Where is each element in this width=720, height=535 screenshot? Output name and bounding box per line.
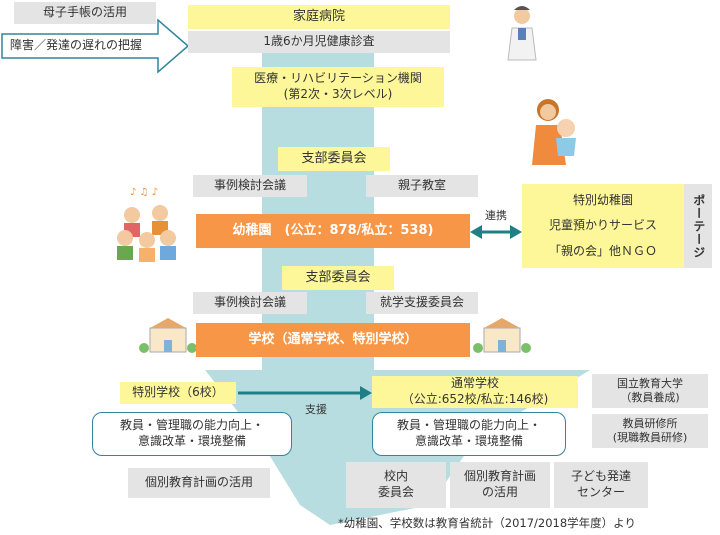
parent-class-box: 親子教室 [366,175,478,197]
kindergarten-box: 幼稚園 (公立：878/私立：538) [196,214,470,248]
doctor-illustration [507,6,537,61]
right-services-box: 特別幼稚園 児童預かりサービス 「親の会」他ＮＧＯ [522,184,684,268]
iep-left-label: 個別教育計画の活用 [144,475,253,490]
case-meeting-2-box: 事例検討会議 [193,292,307,314]
school-box: 学校（通常学校、特別学校） [196,323,470,357]
branch-committee-2-label: 支部委員会 [305,269,371,285]
teacher-dev-right-box: 教員・管理職の能力向上・ 意識改革・環境整備 [372,412,566,456]
footnote: *幼稚園、学校数は教育省統計（2017/2018学年度）より [338,514,678,532]
right-service-1: 特別幼稚園 [572,192,633,207]
iep-right-box: 個別教育計画 の活用 [450,462,550,508]
school-committee-box: 校内 委員会 [346,462,446,508]
case-meeting-1-label: 事例検討会議 [213,178,286,193]
maternal-handbook-label: 母子手帳の活用 [42,5,127,20]
national-univ-label: 国立教育大学 （教員養成) [617,376,683,404]
right-service-2: 児童預かりサービス [548,218,657,233]
branch-committee-1-box: 支部委員会 [278,147,390,171]
portage-label: ポーテージ [691,193,706,259]
checkup-box: 1歳6か月児健康診査 [188,31,450,53]
portage-box: ポーテージ [684,184,712,268]
maternal-handbook-box: 母子手帳の活用 [14,2,156,24]
disability-grasp-label: 障害／発達の遅れの把握 [10,38,143,53]
school-support-committee-box: 就学支援委員会 [366,292,478,314]
teacher-dev-left-label: 教員・管理職の能力向上・ 意識改革・環境整備 [119,418,264,448]
disability-grasp-box: 障害／発達の遅れの把握 [6,36,156,56]
child-dev-center-box: 子ども発達 センター [554,462,648,508]
parent-class-label: 親子教室 [397,178,446,193]
school-support-committee-label: 就学支援委員会 [379,295,464,310]
link-arrow-left-head [470,225,482,239]
teacher-training-box: 教員研修所 (現職教員研修) [592,414,708,448]
children-illustration: ♪ ♫ ♪ [117,187,176,262]
special-school-box: 特別学校（6校） [120,382,236,404]
child-dev-center-label: 子ども発達 センター [570,469,631,499]
teacher-dev-right-label: 教員・管理職の能力向上・ 意識改革・環境整備 [396,418,541,448]
medical-box: 医療・リハビリテーション機関 (第2次・3次レベル) [232,67,444,107]
branch-committee-2-box: 支部委員会 [282,266,394,290]
school-building-right [473,318,531,353]
family-hospital-label: 家庭病院 [292,8,345,24]
branch-committee-1-label: 支部委員会 [301,150,367,166]
teacher-dev-left-box: 教員・管理職の能力向上・ 意識改革・環境整備 [92,412,292,456]
input-arrow [1,18,190,74]
medical-label: 医療・リハビリテーション機関 (第2次・3次レベル) [254,71,422,101]
iep-right-label: 個別教育計画 の活用 [463,469,536,499]
regular-school-box: 通常学校 （公立:652校/私立:146校) [372,376,578,408]
svg-text:♪ ♫ ♪: ♪ ♫ ♪ [130,187,158,198]
family-hospital-box: 家庭病院 [188,5,450,29]
national-univ-box: 国立教育大学 （教員養成) [592,374,708,408]
collab-label: 連携 [485,208,507,222]
right-service-3: 「親の会」他ＮＧＯ [548,243,657,258]
school-label: 学校（通常学校、特別学校） [248,331,418,347]
special-school-label: 特別学校（6校） [132,385,224,400]
support-label: 支援 [305,402,327,416]
teacher-training-label: 教員研修所 (現職教員研修) [612,416,688,444]
case-meeting-1-box: 事例検討会議 [193,175,307,197]
support-arrow-head [360,386,372,400]
school-committee-label: 校内 委員会 [377,469,414,499]
school-building-left [139,318,197,353]
mother-baby-illustration [532,99,576,165]
collab-label-box: 連携 [478,208,514,224]
kindergarten-label: 幼稚園 (公立：878/私立：538) [232,222,434,238]
regular-school-label: 通常学校 （公立:652校/私立:146校) [401,376,549,406]
iep-left-box: 個別教育計画の活用 [128,468,270,498]
checkup-label: 1歳6か月児健康診査 [263,34,375,49]
footnote-text: *幼稚園、学校数は教育省統計（2017/2018学年度）より [338,515,636,530]
case-meeting-2-label: 事例検討会議 [213,295,286,310]
support-label-box: 支援 [296,402,336,418]
link-arrow-right-head [510,225,522,239]
